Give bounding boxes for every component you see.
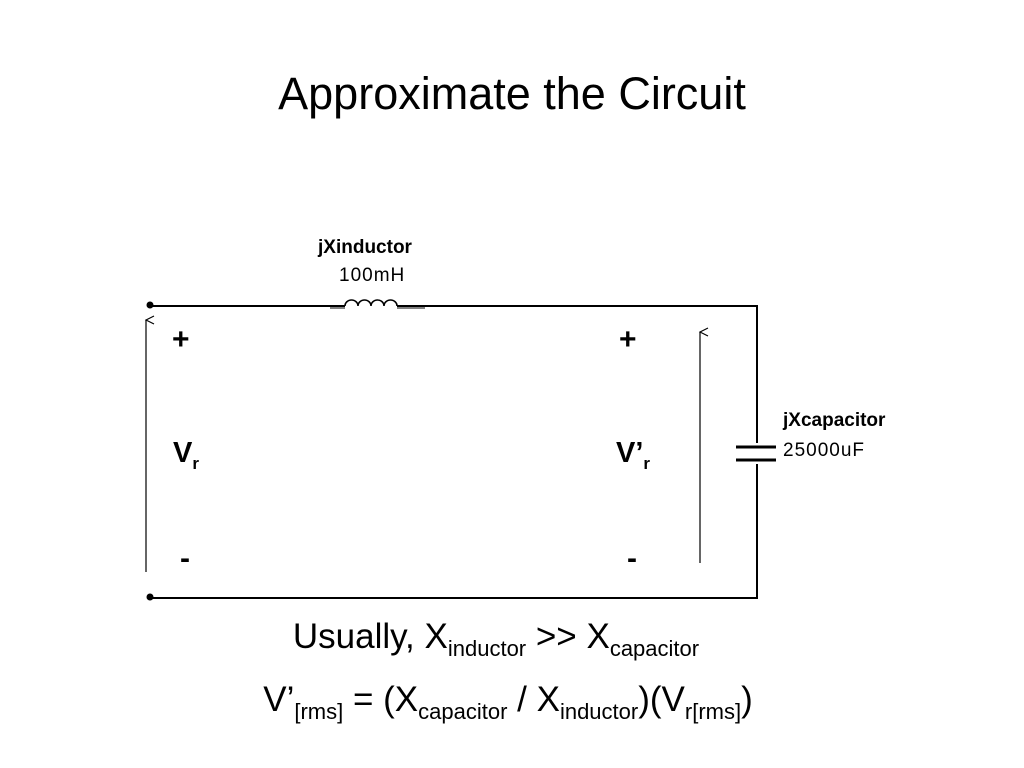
output-minus-sign: - — [627, 542, 637, 575]
eq2-sub-4: r[rms] — [684, 699, 742, 724]
input-plus-sign: + — [172, 323, 190, 356]
eq1-sub-inductor: inductor — [447, 636, 527, 661]
input-voltage-symbol: V — [173, 437, 193, 469]
capacitor-name: jXcapacitor — [783, 410, 886, 431]
equation-line-1: Usually, Xinductor >> Xcapacitor — [0, 617, 992, 662]
output-voltage-symbol: V’ — [616, 437, 644, 469]
input-terminal-bottom — [146, 593, 154, 601]
eq2-sub-2: capacitor — [418, 699, 508, 724]
eq2-part-3: / X — [507, 680, 560, 719]
eq1-prefix: Usually, X — [292, 617, 448, 656]
eq1-middle: >> X — [526, 617, 610, 656]
input-terminal-top — [146, 301, 154, 309]
eq2-sub-3: inductor — [559, 699, 639, 724]
inductor-name: jXinductor — [318, 237, 412, 258]
output-voltage-label: V’r — [616, 437, 650, 474]
equation-line-2: V’[rms] = (Xcapacitor / Xinductor)(Vr[rm… — [0, 680, 1016, 725]
slide-title: Approximate the Circuit — [278, 68, 746, 119]
eq2-part-5: ) — [741, 680, 753, 719]
eq2-sub-1: [rms] — [294, 699, 344, 724]
input-minus-sign: - — [180, 542, 190, 575]
eq1-sub-capacitor: capacitor — [609, 636, 700, 661]
input-voltage-subscript: r — [192, 453, 199, 473]
eq2-part-1: V’ — [263, 680, 295, 719]
eq2-part-4: )(V — [638, 680, 685, 719]
inductor-coil — [344, 299, 398, 307]
output-voltage-subscript: r — [643, 453, 651, 473]
output-plus-sign: + — [619, 323, 637, 356]
eq2-part-2: = (X — [343, 680, 419, 719]
capacitor-value: 25000uF — [783, 440, 866, 461]
input-voltage-label: Vr — [173, 437, 199, 474]
inductor-value: 100mH — [339, 265, 406, 286]
